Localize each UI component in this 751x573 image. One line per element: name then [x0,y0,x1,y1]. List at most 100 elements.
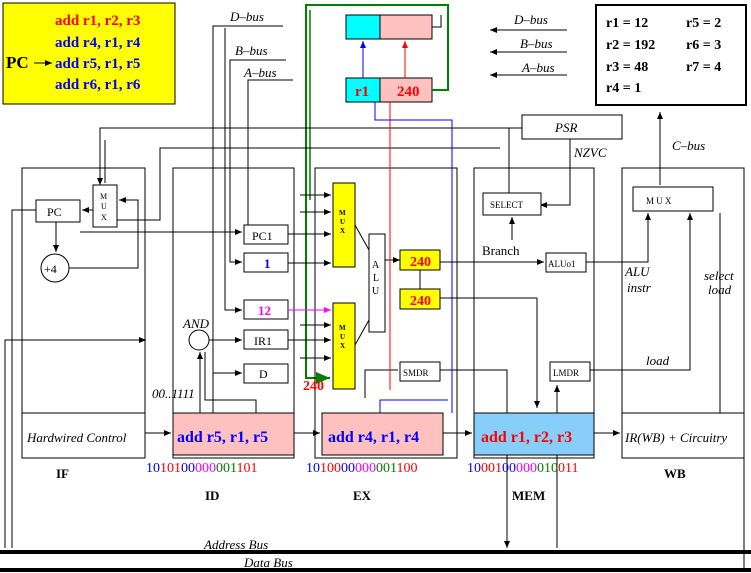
mem-instruction: add r1, r2, r3 [481,429,572,446]
id-enc-1: 101 [160,461,181,476]
mem-encoding: 1000100000010011 [467,461,578,476]
and-label: AND [182,316,210,331]
program-box: PC add r1, r2, r3 add r4, r1, r4 add r5,… [2,2,176,105]
ex-instruction: add r4, r1, r4 [328,429,419,446]
id-enc-3: 000 [195,461,216,476]
id-instruction: add r5, r1, r5 [177,429,268,446]
regfile-reg-name: r1 [355,84,369,100]
bus-legend-right: D–bus B–bus A–bus [490,12,567,78]
ex-mux-bot-x: X [340,342,345,350]
mem-enc-3: 000 [516,461,537,476]
stage-label-wb: WB [664,466,686,481]
b-bus-label-right: B–bus [520,36,553,51]
aluo1-box: ALUo1 [548,259,576,269]
select-load-label-1: select [704,268,734,283]
select-box: SELECT [490,200,524,210]
program-line-1: add r1, r2, r3 [55,13,140,29]
stage-label-if: IF [56,466,69,481]
ex-mux-top-m: M [339,209,346,217]
smdr-box: SMDR [403,368,429,378]
program-line-2: add r4, r1, r4 [55,35,141,51]
stage-label-ex: EX [353,488,372,503]
ex-mux-in: 240 [303,379,324,394]
mem-stage: SELECT Branch ALUo1 LMDR MEM [440,192,591,548]
regfile-reg-value: 240 [397,84,420,100]
ex-enc-5: 100 [396,461,417,476]
psr-flags: NZVC [573,145,607,160]
id-enc-0: 10 [146,461,160,476]
ex-enc-3: 000 [355,461,376,476]
register-values-box: r1 = 12 r2 = 192 r3 = 48 r4 = 1 r5 = 2 r… [595,4,747,106]
id-enc-5: 101 [236,461,257,476]
mem-enc-2: 00 [502,461,516,476]
if-mux-x: X [101,213,107,222]
if-pc-box: PC [47,205,62,219]
id-enc-4: 001 [216,461,237,476]
id-twelve-box: 12 [258,303,271,318]
mem-enc-1: 001 [481,461,502,476]
branch-label: Branch [482,243,520,258]
program-line-3: add r5, r1, r5 [55,56,140,72]
ex-out-bot: 240 [410,294,431,309]
stage-label-mem: MEM [512,488,545,503]
ex-enc-2: 00 [341,461,355,476]
system-buses: Address Bus Data Bus [0,537,751,572]
mem-enc-5: 011 [558,461,578,476]
a-bus-label-right: A–bus [521,60,555,75]
alu-l: L [373,273,379,284]
if-mux-m: M [100,192,107,201]
reg-r7: r7 = 4 [686,60,721,75]
b-bus-label: B–bus [235,43,268,58]
if-stage: PC M U X +4 Hardwired Control IF [4,140,500,548]
reg-r2: r2 = 192 [606,38,655,53]
address-bus-label: Address Bus [203,537,268,552]
id-enc-2: 00 [181,461,195,476]
reg-r1: r1 = 12 [606,16,648,31]
program-line-4: add r6, r1, r6 [55,77,141,93]
wb-mux: M U X [646,196,672,206]
wb-ir-circuitry: IR(WB) + Circuitry [624,430,727,445]
ex-encoding: 1010000000001100 [306,461,417,476]
ex-mux-bot-u: U [340,333,345,341]
wb-stage: M U X ALU instr select load load IR(WB) … [586,186,745,570]
register-file: r1 240 [305,4,449,384]
ex-stage: M U X M U X A L U 240 240 240 SMDR EX [288,102,510,548]
hardwired-control: Hardwired Control [26,430,127,445]
alu-u: U [372,286,380,297]
ex-out-top: 240 [410,255,431,270]
stage-label-id: ID [205,488,219,503]
ir1-box: IR1 [254,334,272,348]
ex-enc-4: 001 [376,461,397,476]
alu-a: A [372,260,380,271]
id-encoding: 1010100000001101 [146,461,257,476]
lmdr-box: LMDR [553,368,579,378]
alu-instr-label-1: ALU [624,264,651,279]
id-one-box: 1 [264,256,271,271]
plus4-label: +4 [44,262,57,276]
reg-r4: r4 = 1 [606,81,641,96]
pipeline-latches: add r5, r1, r5 add r4, r1, r4 add r1, r2… [145,412,620,456]
d-box: D [259,367,268,381]
reg-r3: r3 = 48 [606,60,648,75]
ex-mux-top-u: U [340,218,345,226]
ex-enc-1: 100 [320,461,341,476]
if-mux-u: U [101,202,107,211]
c-bus-label: C–bus [672,138,705,153]
ex-mux-bot-m: M [339,324,346,332]
psr-label: PSR [554,120,577,135]
data-bus-label: Data Bus [243,555,293,570]
a-bus-label: A–bus [243,65,277,80]
ex-mux-top-x: X [340,227,345,235]
alu-instr-label-2: instr [627,280,652,295]
load-label: load [646,353,670,368]
reg-r5: r5 = 2 [686,16,721,31]
ex-enc-0: 10 [306,461,320,476]
d-bus-label-right: D–bus [513,12,548,27]
d-bus-label: D–bus [229,9,264,24]
id-stage: PC1 1 12 IR1 D AND 00..1111 ID [152,224,289,503]
mem-enc-4: 010 [537,461,558,476]
pc1-box: PC1 [252,229,273,243]
pc-label: PC [6,53,29,72]
